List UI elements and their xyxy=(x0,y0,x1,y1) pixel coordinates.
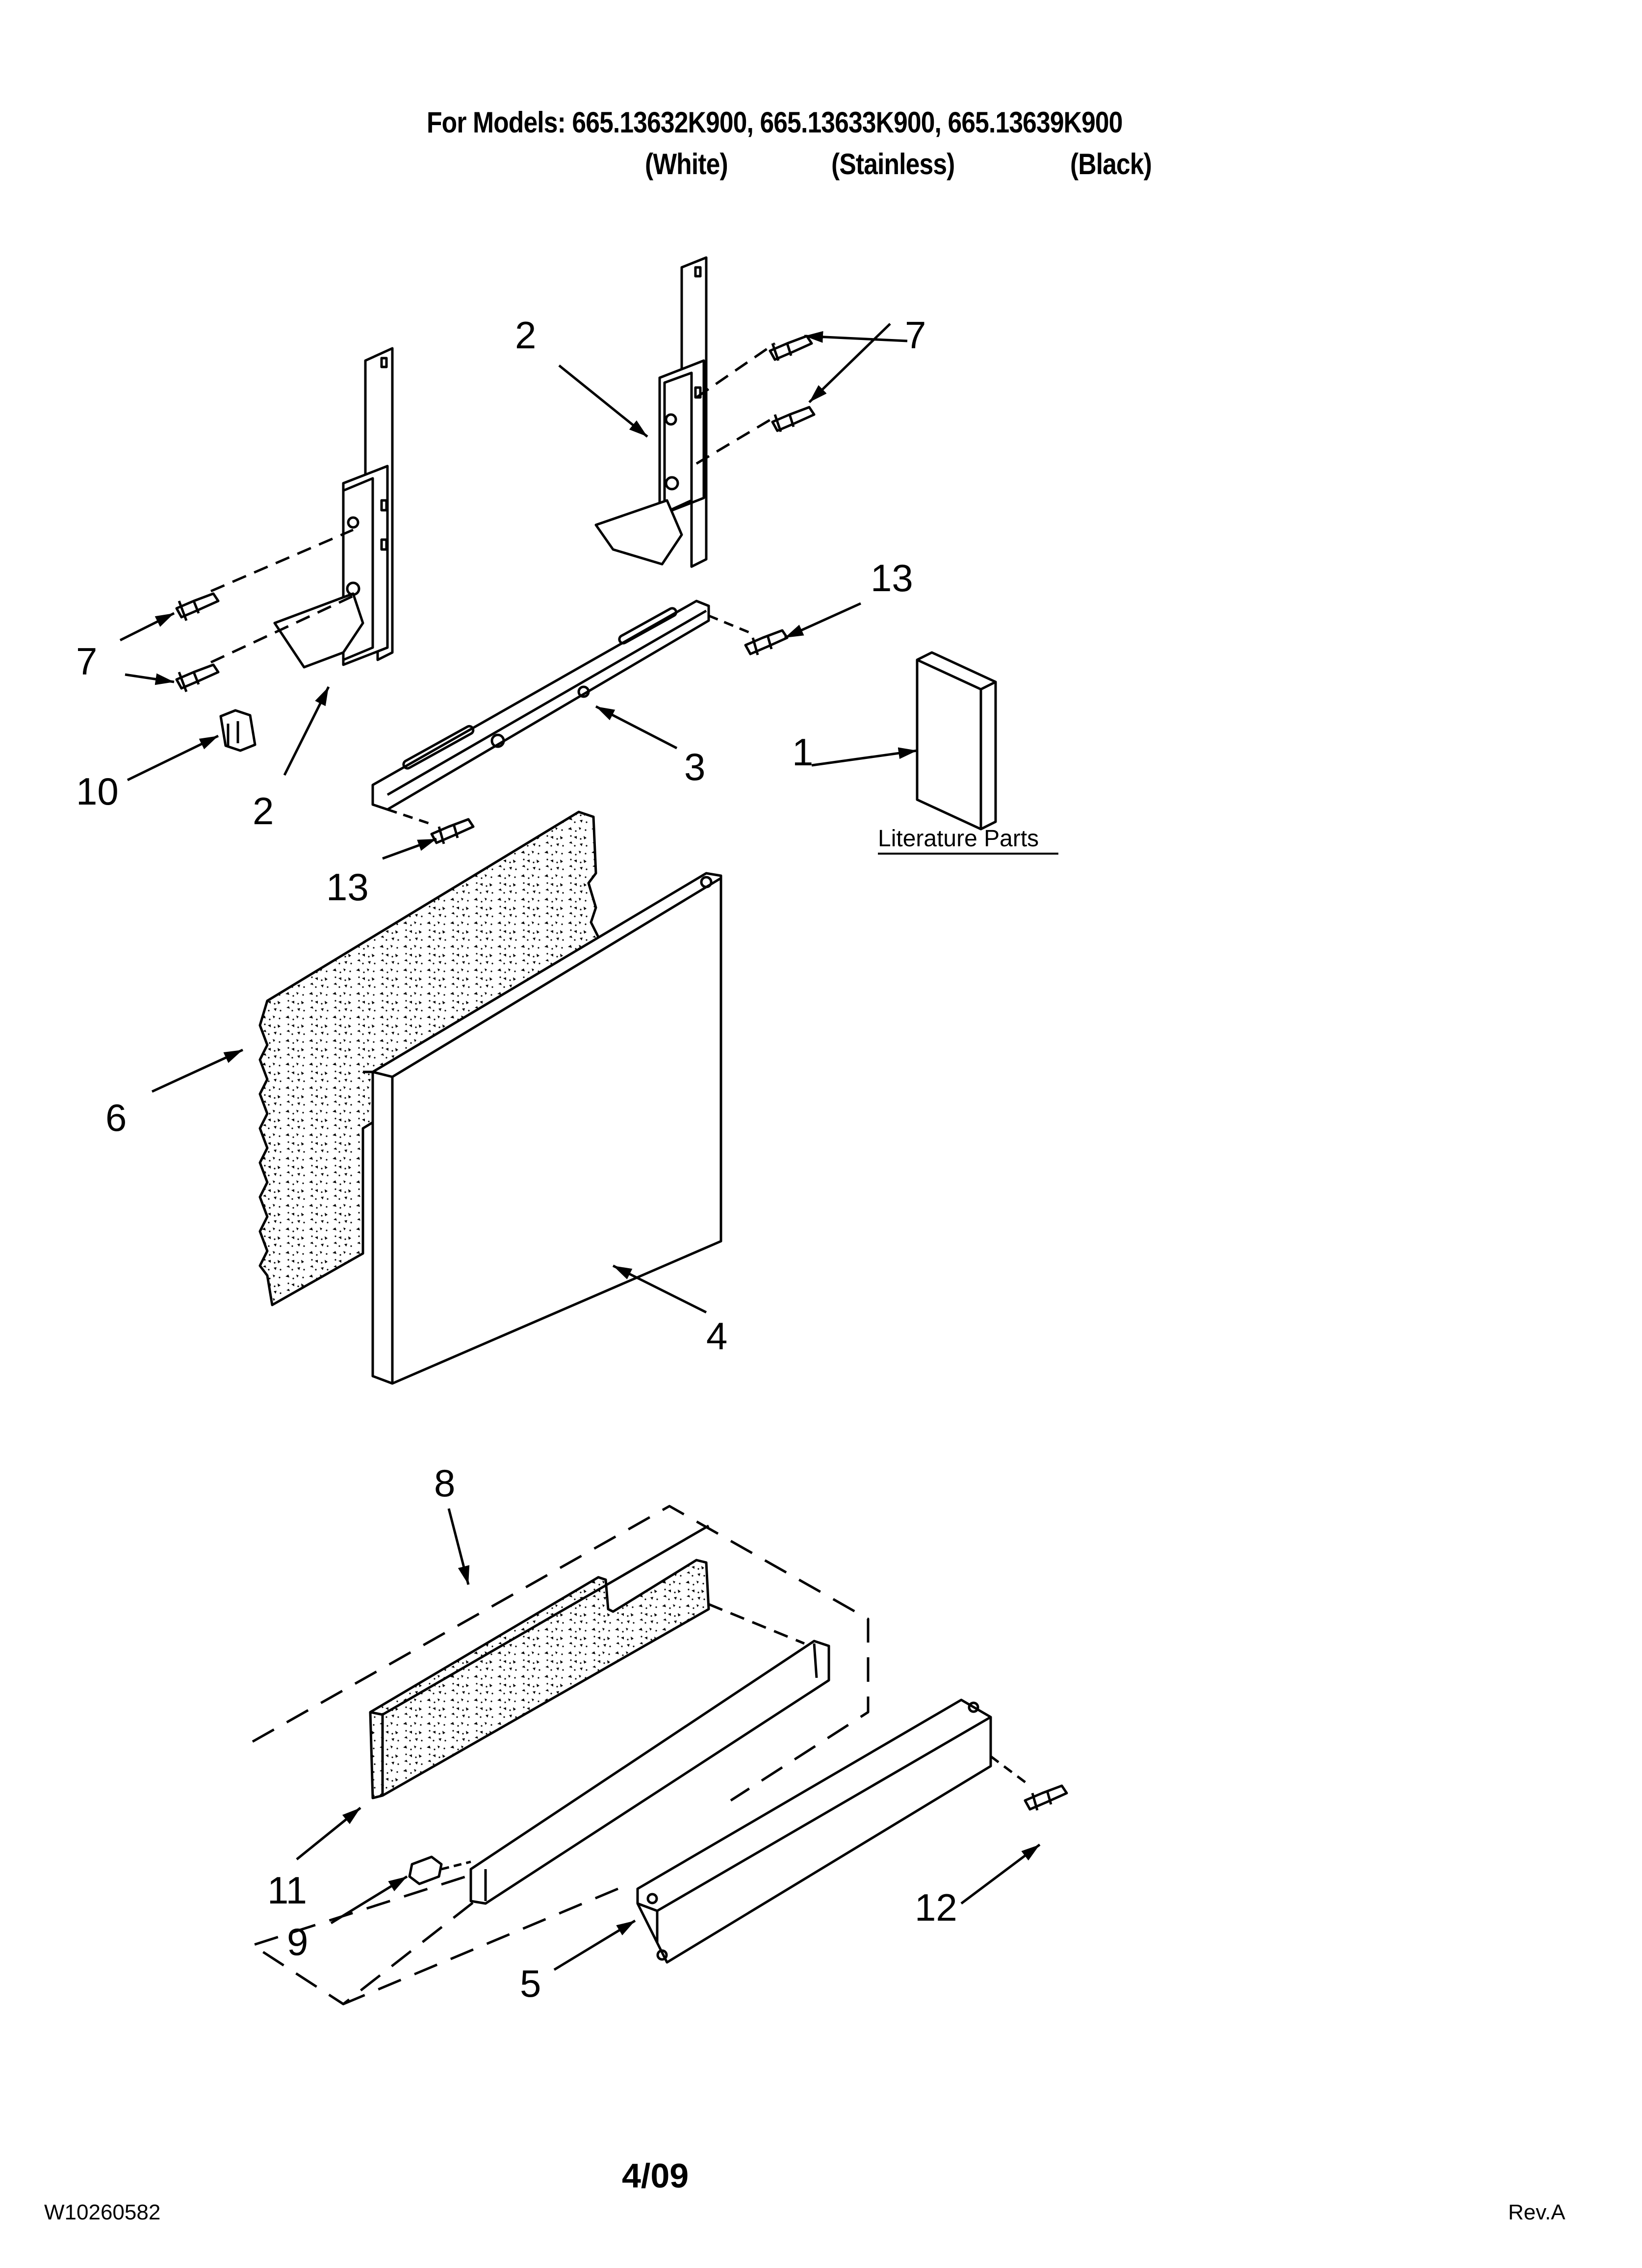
callout-8: 8 xyxy=(434,1461,455,1505)
variant-stainless: (Stainless) xyxy=(831,148,955,181)
door-rail-3 xyxy=(371,600,710,811)
callout-10: 10 xyxy=(76,770,119,813)
revision-label: Rev.A xyxy=(1508,2200,1565,2224)
left-hinge-bracket xyxy=(273,347,394,669)
callout-2: 2 xyxy=(253,789,274,833)
screw-13-upper xyxy=(744,629,789,655)
screw-12 xyxy=(1024,1784,1068,1811)
callout-13: 13 xyxy=(326,865,369,909)
screw-7-left-lower xyxy=(175,663,220,692)
door-panel-4 xyxy=(363,872,722,1385)
clip-10 xyxy=(219,709,257,752)
callout-3: 3 xyxy=(684,745,705,788)
toe-panel-5 xyxy=(636,1698,992,1964)
models-header: For Models: 665.13632K900, 665.13633K900… xyxy=(427,106,1123,139)
screw-13-lower xyxy=(430,818,475,844)
right-hinge-bracket xyxy=(594,256,708,568)
document-number: W10260582 xyxy=(44,2200,161,2224)
callout-6: 6 xyxy=(105,1096,127,1139)
clip-9 xyxy=(408,1855,443,1885)
screw-7-right-lower xyxy=(771,406,816,432)
variant-black: (Black) xyxy=(1070,148,1152,181)
kit-outline-8 xyxy=(251,1505,870,2006)
callout-2: 2 xyxy=(515,313,536,357)
callout-7: 7 xyxy=(76,640,97,683)
callout-5: 5 xyxy=(520,1962,541,2005)
callout-13: 13 xyxy=(871,556,913,600)
callout-12: 12 xyxy=(915,1886,957,1929)
toe-insulation-11 xyxy=(369,1524,710,1799)
revision-date: 4/09 xyxy=(622,2157,689,2195)
callout-9: 9 xyxy=(287,1920,308,1963)
literature-parts-1 xyxy=(916,651,997,831)
callout-1: 1 xyxy=(792,730,813,774)
variant-white: (White) xyxy=(645,148,728,181)
screw-7-left-upper xyxy=(175,592,220,621)
callout-4: 4 xyxy=(706,1314,727,1357)
callout-11: 11 xyxy=(267,1869,307,1912)
screw-7-right-upper xyxy=(769,335,813,361)
toe-bracket xyxy=(469,1640,830,1905)
literature-parts-label: Literature Parts xyxy=(878,826,1039,852)
callout-7: 7 xyxy=(905,313,926,357)
